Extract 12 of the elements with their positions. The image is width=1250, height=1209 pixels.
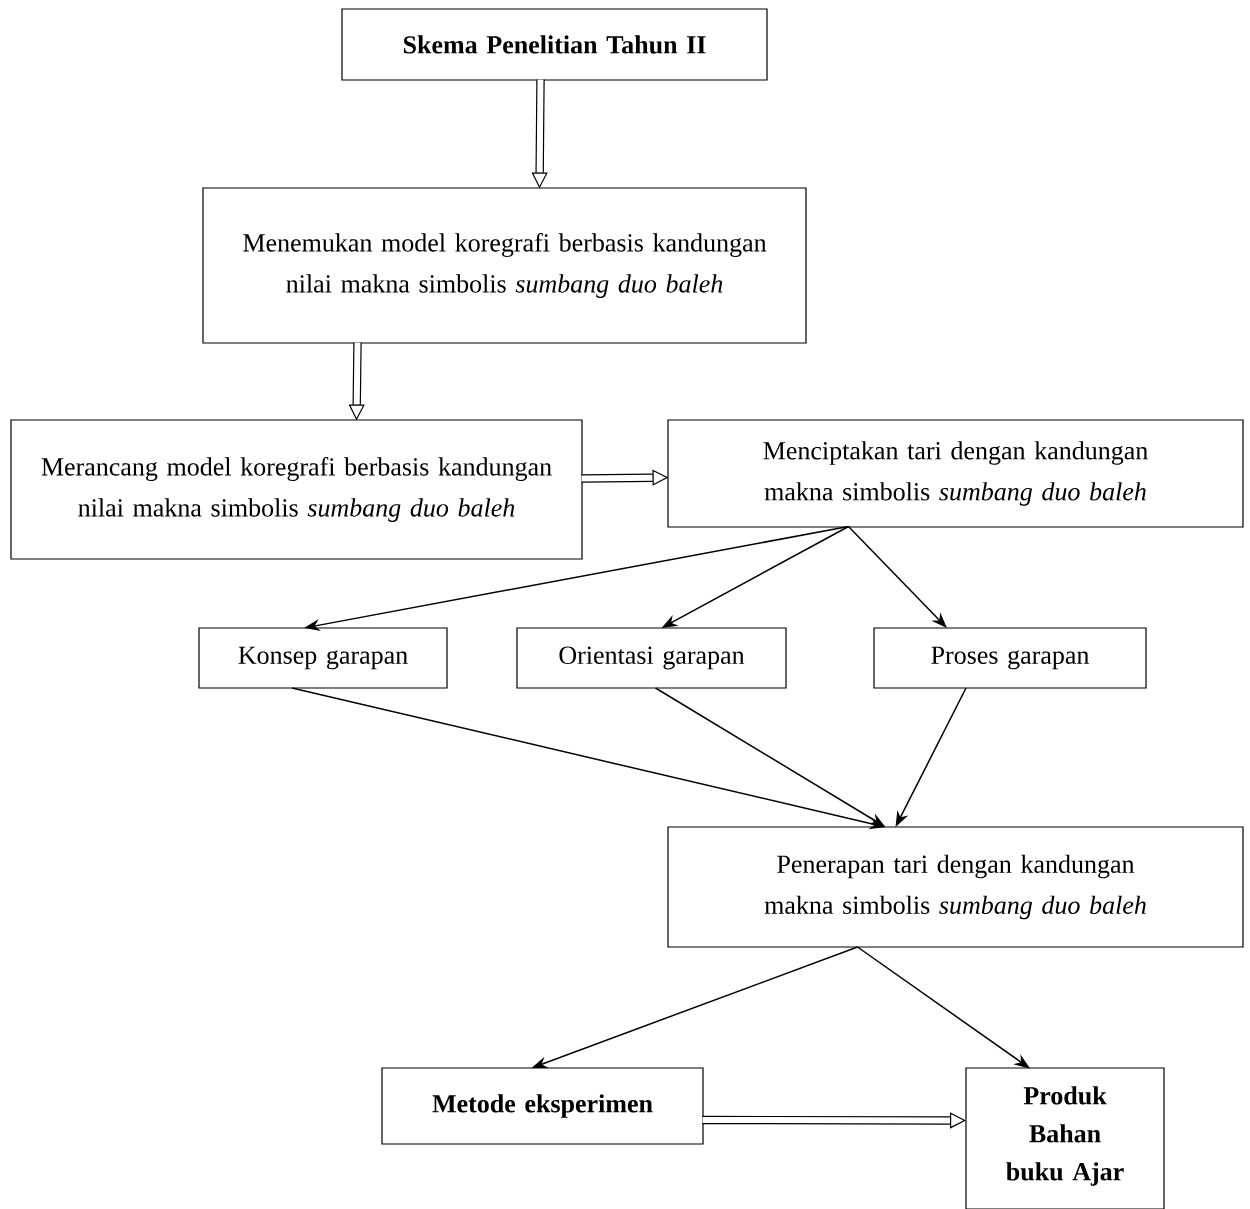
process-box: Konsep garapan bbox=[198, 627, 448, 689]
process-box: Metode eksperimen bbox=[381, 1067, 704, 1145]
arrow bbox=[847, 525, 947, 628]
heading-box: Skema Penelitian Tahun II bbox=[341, 8, 768, 81]
process-box: Orientasi garapan bbox=[516, 627, 787, 689]
process-box: Produk Bahan buku Ajar bbox=[965, 1067, 1165, 1209]
process-box: Penerapan tari dengan kandungan makna simbolis sumbang duo baleh bbox=[667, 826, 1244, 948]
hollow-arrow bbox=[702, 1112, 966, 1129]
process-box: Proses garapan bbox=[873, 627, 1147, 689]
process-box: Merancang model koregrafi berbasis kandungan nilai makna simbolis sumbang duo baleh bbox=[10, 419, 583, 560]
process-box: Menemukan model koregrafi berbasis kandungan nilai makna simbolis sumbang duo baleh bbox=[202, 187, 807, 344]
process-box: Menciptakan tari dengan kandungan makna simbolis sumbang duo baleh bbox=[667, 419, 1244, 528]
